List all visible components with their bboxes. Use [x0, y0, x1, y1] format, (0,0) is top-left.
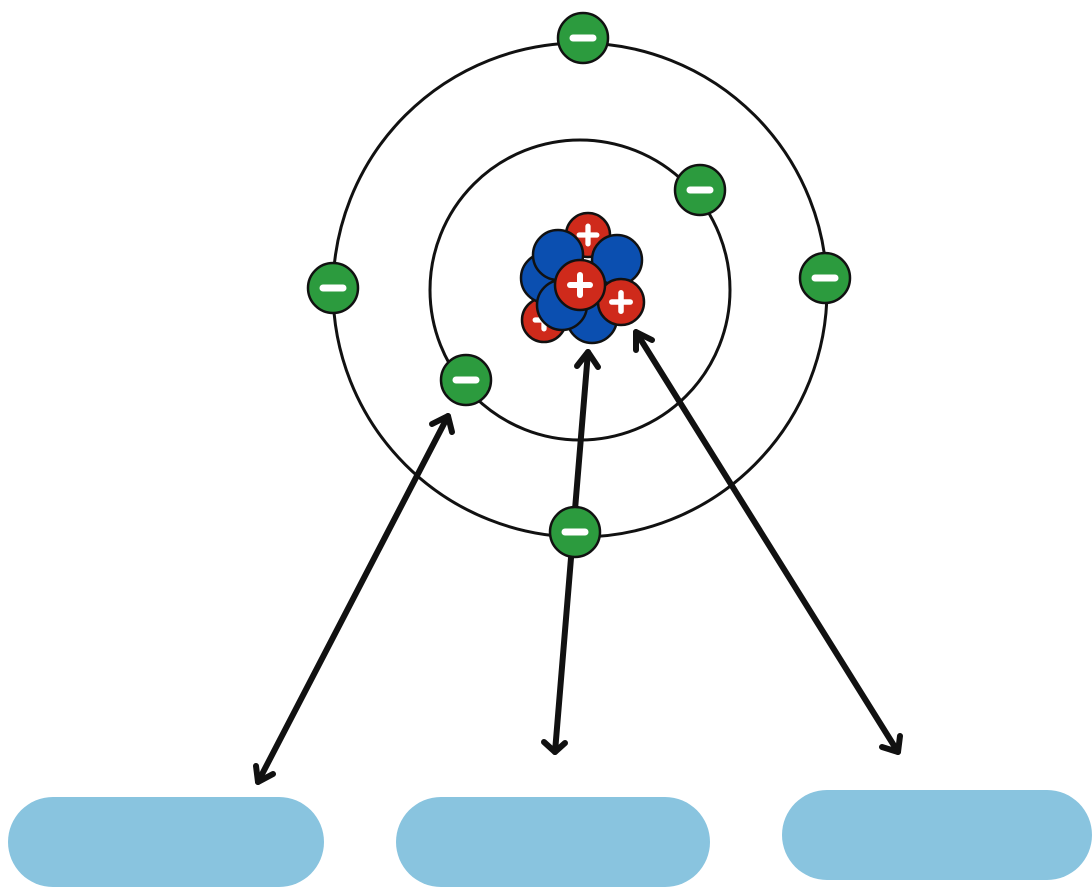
electron-3: [798, 251, 852, 305]
proton-9: [553, 258, 607, 312]
electron-5: [439, 353, 493, 407]
electron-1: [556, 11, 610, 65]
electrons: [306, 11, 852, 559]
label-box-2[interactable]: [396, 797, 710, 887]
arrow-to-electron: [253, 413, 455, 785]
label-box-1[interactable]: [8, 797, 324, 887]
label-boxes: [8, 790, 1092, 887]
nucleus: [519, 211, 646, 345]
electron-6: [548, 505, 602, 559]
electron-2: [673, 163, 727, 217]
electron-4: [306, 261, 360, 315]
label-box-3[interactable]: [782, 790, 1092, 880]
arrow-to-proton: [633, 329, 903, 755]
